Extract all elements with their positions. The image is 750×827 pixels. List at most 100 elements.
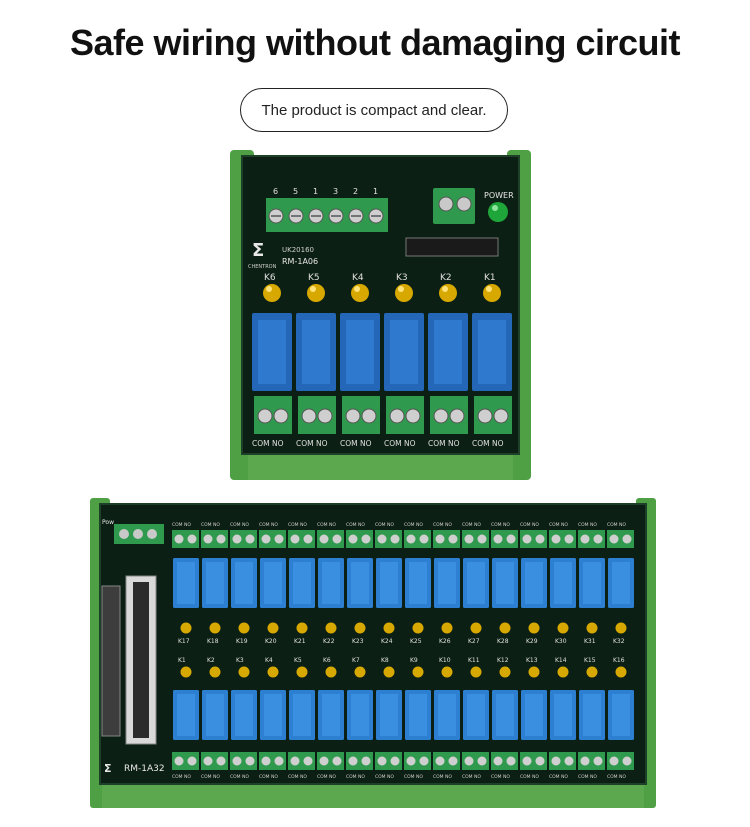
screw-icon (506, 534, 516, 544)
screw-icon (348, 534, 358, 544)
terminal-block (230, 752, 257, 770)
terminal-label: COM NO (428, 439, 460, 448)
screw-icon (449, 408, 465, 424)
relay-face (583, 694, 601, 736)
relay-label: K15 (584, 657, 596, 664)
terminal-label: COM NO (317, 522, 336, 528)
relay-label: K2 (207, 657, 215, 664)
status-led (296, 622, 308, 634)
input-pin-label: 6 (273, 187, 278, 196)
terminal-block (520, 530, 547, 548)
relay-face (293, 562, 311, 604)
terminal-block (172, 752, 199, 770)
relay-label: K18 (207, 638, 219, 645)
terminal-label: COM NO (607, 774, 626, 780)
relay-label: K25 (410, 638, 422, 645)
terminal-block (317, 752, 344, 770)
relay-label: K3 (236, 657, 244, 664)
screw-icon (332, 534, 342, 544)
screw-icon (245, 534, 255, 544)
relay-face (612, 694, 630, 736)
terminal-block (259, 530, 286, 548)
screw-icon (580, 756, 590, 766)
terminal-block (201, 530, 228, 548)
terminal-label: COM NO (375, 774, 394, 780)
large-model-label: RM-1A32 (124, 764, 165, 774)
input-pin-label: 3 (333, 187, 338, 196)
large-power-label: Pow (102, 519, 114, 526)
input-pin-label: 1 (313, 187, 318, 196)
status-led (470, 622, 482, 634)
relay-label: K6 (264, 273, 276, 283)
screw-icon (345, 408, 361, 424)
screw-icon (593, 534, 603, 544)
relay-face (302, 320, 330, 384)
screw-icon (405, 408, 421, 424)
status-led (441, 666, 453, 678)
terminal-label: COM NO (578, 522, 597, 528)
status-led (180, 622, 192, 634)
terminal-block (491, 752, 518, 770)
status-led (267, 666, 279, 678)
terminal-label: COM NO (201, 774, 220, 780)
relay-face (434, 320, 462, 384)
screw-icon (361, 534, 371, 544)
status-led (351, 284, 369, 302)
led-highlight (354, 286, 360, 292)
screw-icon (477, 756, 487, 766)
status-led (470, 666, 482, 678)
relay-face (177, 562, 195, 604)
status-led (441, 622, 453, 634)
screw-icon (232, 756, 242, 766)
relay-face (409, 694, 427, 736)
model-label: RM-1A06 (282, 257, 318, 266)
screw-icon (174, 534, 184, 544)
screw-icon (203, 534, 213, 544)
terminal-label: COM NO (201, 522, 220, 528)
screw-icon (216, 756, 226, 766)
relay-label: K31 (584, 638, 596, 645)
headline: Safe wiring without damaging circuit (69, 22, 681, 63)
terminal-label: COM NO (491, 774, 510, 780)
status-led (180, 666, 192, 678)
relay-label: K16 (613, 657, 625, 664)
relay-label: K20 (265, 638, 277, 645)
relay-face (554, 562, 572, 604)
relay-label: K4 (352, 273, 364, 283)
screw-icon (187, 756, 197, 766)
terminal-label: COM NO (172, 774, 191, 780)
status-led (586, 666, 598, 678)
screw-icon (564, 534, 574, 544)
terminal-block (491, 530, 518, 548)
input-pin-label: 1 (373, 187, 378, 196)
relay-face (351, 562, 369, 604)
status-led (307, 284, 325, 302)
screw-icon (448, 534, 458, 544)
screw-icon (290, 534, 300, 544)
relay-label: K5 (308, 273, 320, 283)
led-highlight (310, 286, 316, 292)
terminal-label: COM NO (462, 522, 481, 528)
terminal-label: COM NO (340, 439, 372, 448)
status-led (354, 622, 366, 634)
relay-face (346, 320, 374, 384)
relay-label: K22 (323, 638, 335, 645)
terminal-label: COM NO (607, 522, 626, 528)
terminal-block (172, 530, 199, 548)
screw-icon (493, 408, 509, 424)
relay-label: K27 (468, 638, 480, 645)
status-led (528, 666, 540, 678)
led-highlight (398, 286, 404, 292)
screw-icon (406, 756, 416, 766)
status-led (354, 666, 366, 678)
status-led (439, 284, 457, 302)
screw-icon (203, 756, 213, 766)
terminal-block (317, 530, 344, 548)
terminal-label: COM NO (384, 439, 416, 448)
status-led (209, 666, 221, 678)
terminal-label: COM NO (288, 774, 307, 780)
terminal-block (346, 530, 373, 548)
screw-icon (389, 408, 405, 424)
relay-face (351, 694, 369, 736)
